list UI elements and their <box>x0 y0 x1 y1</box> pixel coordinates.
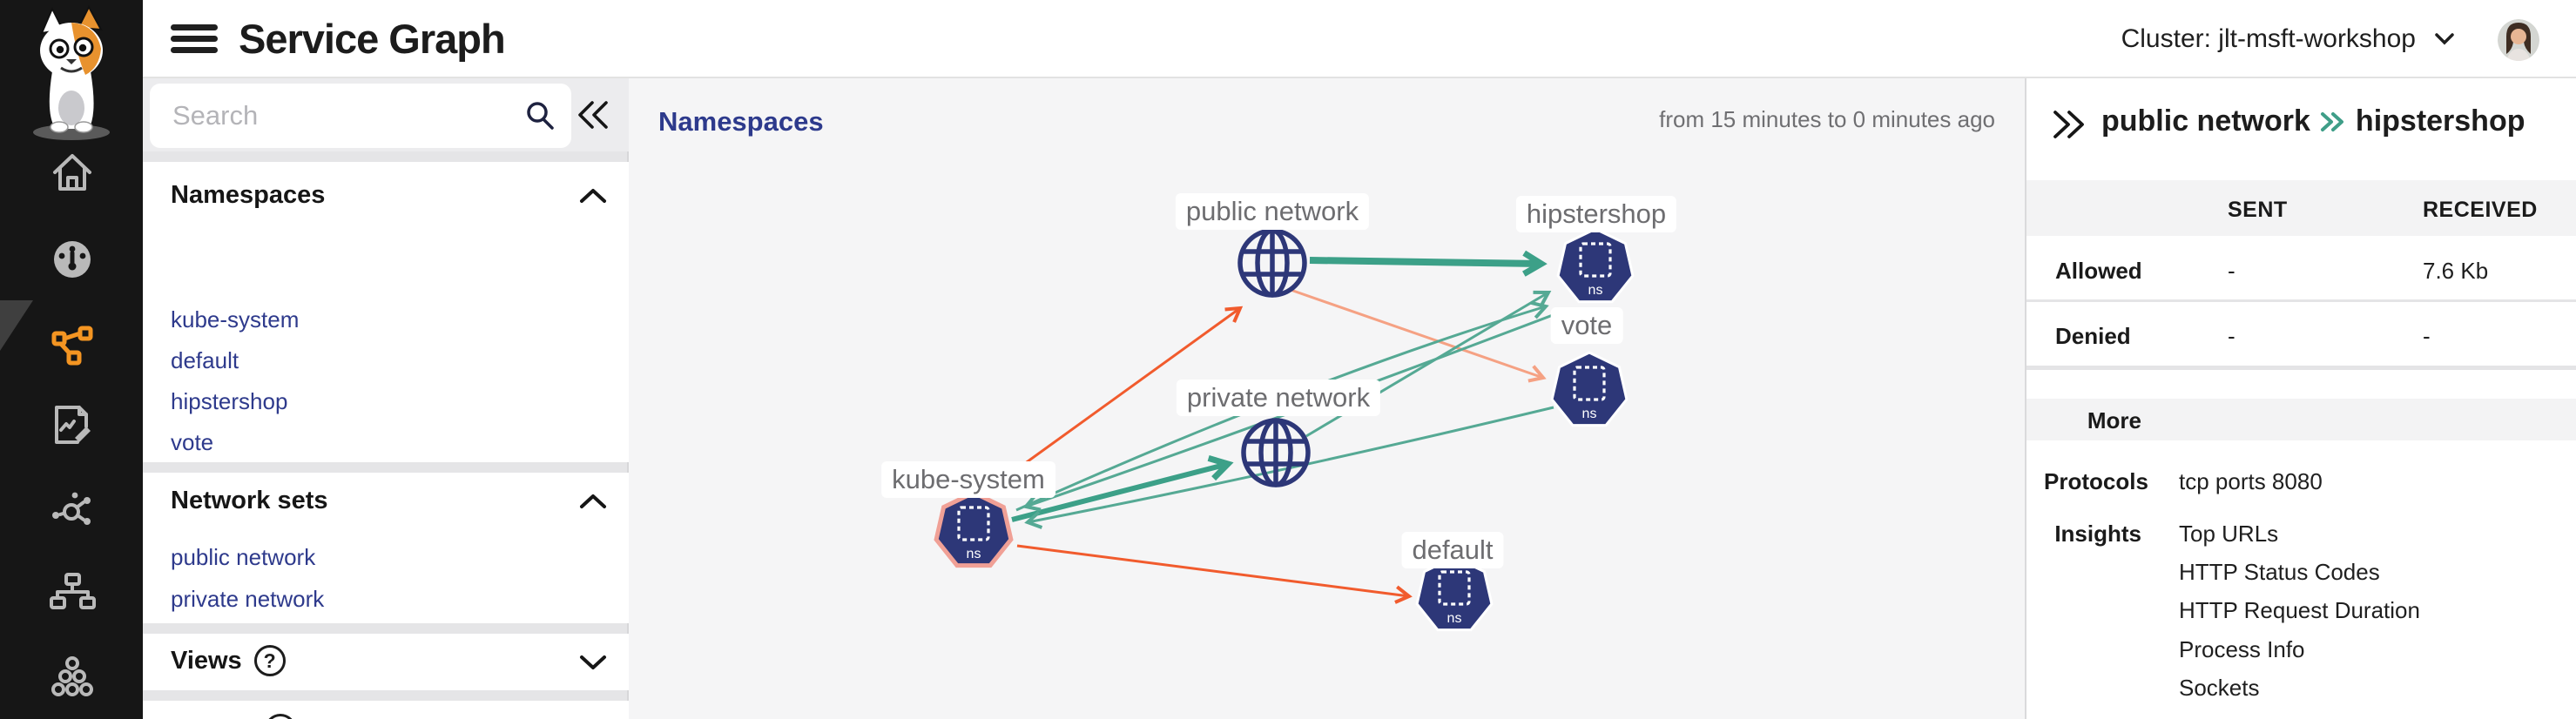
more-label: More <box>2087 407 2141 433</box>
node-label-kube-system[interactable]: kube-system <box>881 461 1055 498</box>
section-divider <box>2026 366 2576 370</box>
section-views: Views ? <box>143 634 629 690</box>
node-default[interactable]: ns <box>1415 555 1494 632</box>
insight-process-info: Process Info <box>2179 636 2305 662</box>
chevron-up-icon[interactable] <box>578 492 608 511</box>
node-public-network[interactable] <box>1237 228 1307 298</box>
section-network-sets: Network sets public network private netw… <box>143 473 629 623</box>
section-layers-header[interactable]: Layers <box>171 716 253 719</box>
section-layers: Layers ? <box>143 701 629 719</box>
nav-rail <box>0 0 143 719</box>
allowed-sent: - <box>2228 258 2235 284</box>
node-badge: ns <box>1588 283 1603 298</box>
node-label-vote[interactable]: vote <box>1550 307 1623 344</box>
graph-sidebar: Namespaces kube-system default hipstersh… <box>143 78 629 719</box>
graph-canvas[interactable]: Namespaces from 15 minutes to 0 minutes … <box>629 78 2025 719</box>
section-network-sets-header[interactable]: Network sets <box>171 487 328 514</box>
denied-sent: - <box>2228 323 2235 349</box>
breadcrumb-source[interactable]: public network <box>2101 104 2310 138</box>
cluster-selector[interactable]: Cluster: jlt-msft-workshop <box>2121 0 2458 78</box>
graph-edge-public-to-hipstershop[interactable] <box>1309 250 1548 277</box>
hierarchy-icon[interactable] <box>48 568 97 617</box>
row-divider <box>2026 299 2576 302</box>
service-graph-icon[interactable] <box>48 319 97 367</box>
edge-details-panel: public network hipstershop SENT RECEIVED… <box>2025 78 2576 719</box>
allowed-received: 7.6 Kb <box>2423 258 2489 284</box>
column-received: RECEIVED <box>2423 198 2538 222</box>
help-icon[interactable]: ? <box>264 714 296 719</box>
page-title: Service Graph <box>239 16 506 62</box>
node-hipstershop[interactable]: ns <box>1556 227 1635 304</box>
calico-cat-logo <box>33 4 110 140</box>
sidebar-item-public-network[interactable]: public network <box>171 544 316 570</box>
graph-edge-kube-to-default[interactable] <box>1016 544 1413 604</box>
time-range-label: from 15 minutes to 0 minutes ago <box>1659 106 1995 132</box>
node-badge: ns <box>1582 407 1597 421</box>
chevron-up-icon[interactable] <box>578 186 608 205</box>
canvas-view-label: Namespaces <box>658 106 824 137</box>
section-namespaces-header[interactable]: Namespaces <box>171 181 326 209</box>
node-vote[interactable]: ns <box>1550 351 1629 427</box>
search-input[interactable] <box>150 100 481 131</box>
row-label: Allowed <box>2055 258 2142 284</box>
sidebar-item-default[interactable]: default <box>171 347 239 373</box>
chevron-down-icon[interactable] <box>578 653 608 672</box>
protocols-value: tcp ports 8080 <box>2179 468 2323 494</box>
more-section-header: More <box>2026 399 2576 440</box>
insight-http-request-duration: HTTP Request Duration <box>2179 597 2420 623</box>
insight-top-urls: Top URLs <box>2179 521 2279 547</box>
sidebar-item-kube-system[interactable]: kube-system <box>171 306 300 333</box>
node-label-private-network[interactable]: private network <box>1176 380 1381 416</box>
insight-sockets: Sockets <box>2179 675 2260 701</box>
row-label: Denied <box>2055 323 2131 349</box>
search-row <box>143 78 629 151</box>
node-kube-system[interactable]: ns <box>934 490 1014 568</box>
node-label-hipstershop[interactable]: hipstershop <box>1515 196 1677 232</box>
active-nav-wedge <box>0 300 33 351</box>
node-label-default[interactable]: default <box>1401 532 1504 568</box>
help-icon[interactable]: ? <box>253 645 286 676</box>
node-private-network[interactable] <box>1241 418 1311 487</box>
protocols-label: Protocols <box>2044 468 2148 494</box>
home-icon[interactable] <box>48 148 97 197</box>
chevron-down-icon <box>2435 33 2454 45</box>
column-sent: SENT <box>2228 198 2288 222</box>
node-label-public-network[interactable]: public network <box>1175 193 1370 230</box>
traffic-table-header: SENT RECEIVED <box>2026 180 2576 236</box>
graph-edge-vote-to-kube[interactable] <box>1024 406 1554 529</box>
collapse-panel-icon[interactable] <box>2051 108 2086 141</box>
insights-label: Insights <box>2054 521 2141 547</box>
collapse-sidebar-icon[interactable] <box>577 99 610 131</box>
sidebar-item-vote[interactable]: vote <box>171 429 214 455</box>
section-views-header[interactable]: Views <box>171 646 242 675</box>
dashboard-icon[interactable] <box>48 233 97 282</box>
hamburger-menu-icon[interactable] <box>171 19 219 59</box>
denied-received: - <box>2423 323 2431 349</box>
logs-icon[interactable] <box>48 400 97 449</box>
cluster-label: Cluster: jlt-msft-workshop <box>2121 24 2416 53</box>
breadcrumb: public network hipstershop <box>2101 104 2525 138</box>
clusters-icon[interactable] <box>48 652 97 701</box>
graph-edge-kube-to-private[interactable] <box>1011 455 1234 522</box>
sidebar-item-private-network[interactable]: private network <box>171 586 325 612</box>
app-header: Service Graph Cluster: jlt-msft-workshop <box>143 0 2576 78</box>
sidebar-item-hipstershop[interactable]: hipstershop <box>171 388 288 414</box>
graph-edge-public-to-vote[interactable] <box>1290 288 1547 383</box>
node-badge: ns <box>1447 611 1462 626</box>
breadcrumb-target[interactable]: hipstershop <box>2355 104 2525 138</box>
network-flows-icon[interactable] <box>48 486 97 534</box>
node-badge: ns <box>967 547 981 561</box>
breadcrumb-separator-icon <box>2320 111 2343 131</box>
search-icon[interactable] <box>524 100 556 131</box>
search-box <box>150 84 571 148</box>
insight-http-status-codes: HTTP Status Codes <box>2179 559 2380 585</box>
section-namespaces: Namespaces kube-system default hipstersh… <box>143 162 629 462</box>
user-avatar[interactable] <box>2498 19 2539 61</box>
